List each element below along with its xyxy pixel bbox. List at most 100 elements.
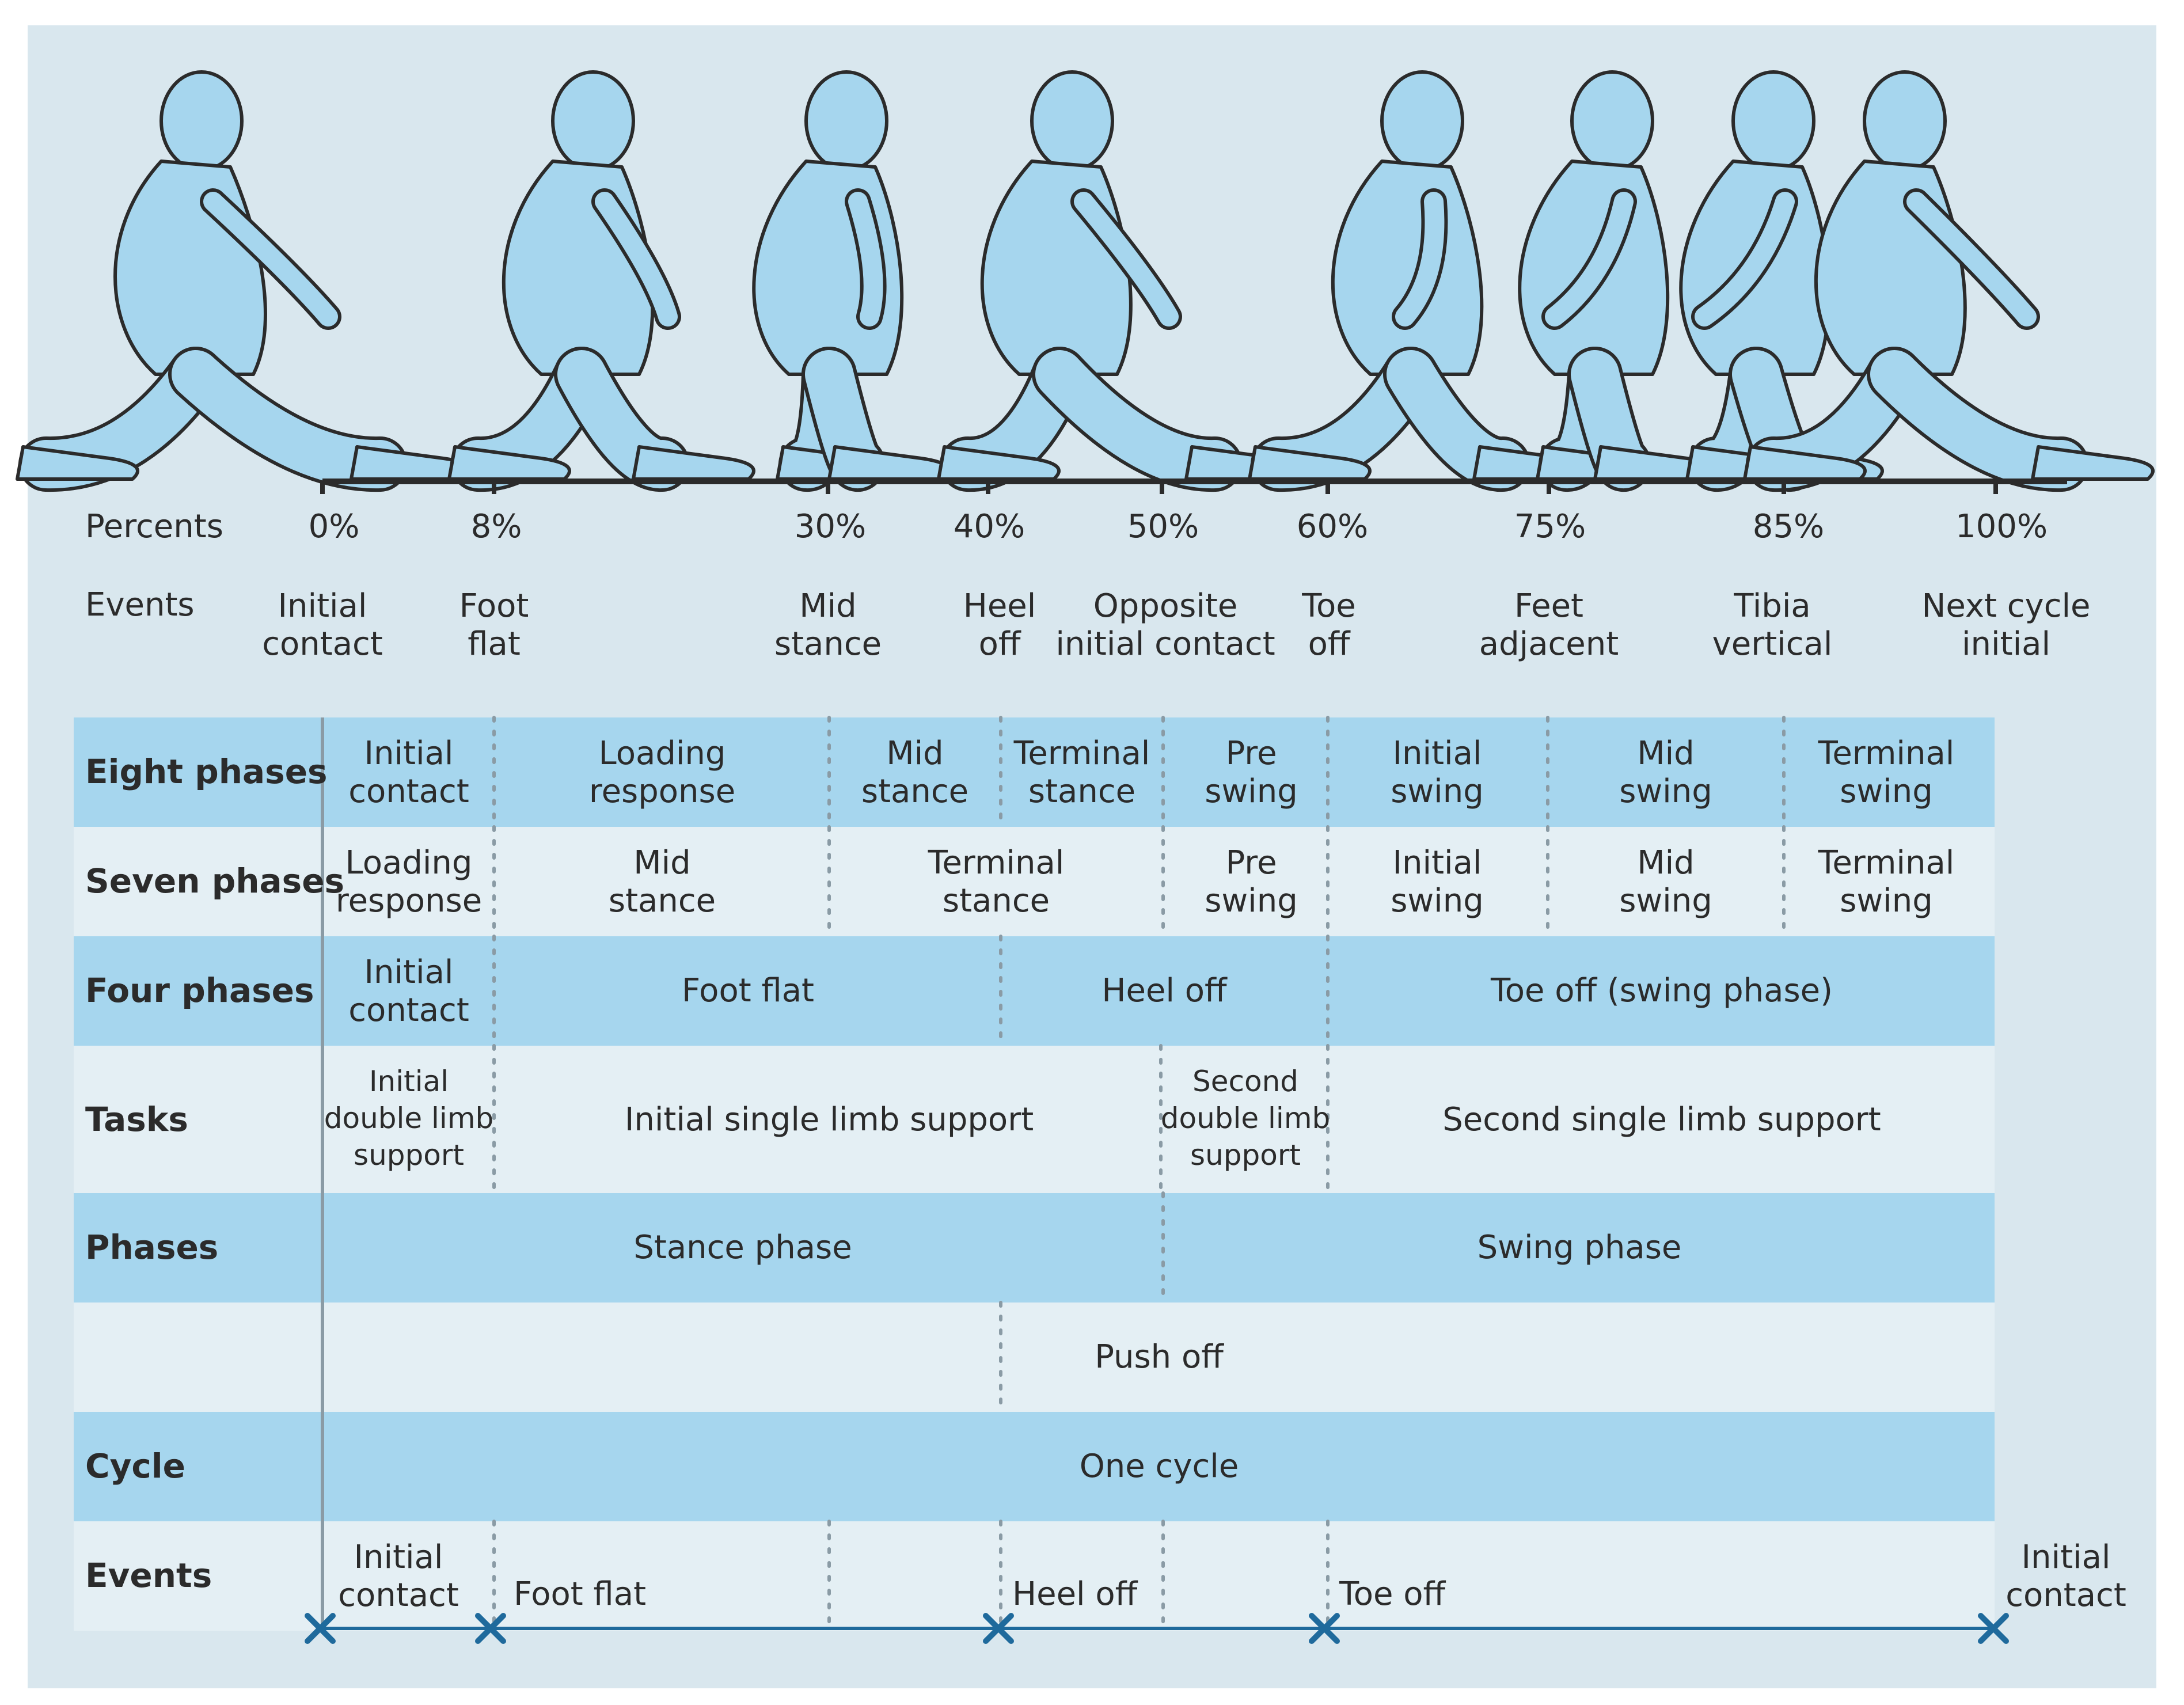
figure-arm-fill <box>1695 192 1795 326</box>
header-four-phases: Four phases <box>85 971 314 1010</box>
percent-100: 100% <box>1955 508 2048 545</box>
figure-foot <box>937 445 1061 481</box>
percent-75: 75% <box>1514 508 1586 545</box>
figure-foot <box>16 445 139 481</box>
figure-foot <box>447 445 571 481</box>
events-toe-off: Toe off <box>1339 1575 1446 1613</box>
header-tasks: Tasks <box>85 1100 188 1139</box>
header-cycle: Cycle <box>85 1446 185 1486</box>
walking-figure <box>752 70 951 492</box>
phase-swing: Swing phase <box>1477 1229 1682 1266</box>
walking-figure <box>447 70 755 492</box>
events-heel-off: Heel off <box>1012 1575 1138 1613</box>
marker-stroke <box>475 1613 506 1644</box>
header-events: Events <box>85 1556 212 1595</box>
header-eight-phases: Eight phases <box>85 752 328 791</box>
walking-figure <box>16 70 473 492</box>
row-tasks <box>74 1046 1995 1193</box>
walking-figure <box>1743 70 2155 492</box>
marker-stroke <box>1978 1613 2009 1644</box>
phase-stance: Stance phase <box>633 1229 852 1266</box>
row-push-off <box>74 1303 1995 1412</box>
figure-arm-fill <box>203 192 338 326</box>
percent-30: 30% <box>794 508 867 545</box>
row-eight-phases <box>74 717 1995 827</box>
row-events <box>74 1521 1995 1631</box>
four-heel-off: Heel off <box>1102 972 1227 1009</box>
events-label: Events <box>85 586 195 624</box>
event-marker-x <box>1978 1613 2009 1644</box>
marker-stroke <box>305 1613 336 1644</box>
figure-foot <box>2031 445 2155 481</box>
percents-label: Percents <box>85 508 223 545</box>
four-toe-off: Toe off (swing phase) <box>1491 972 1833 1009</box>
event-marker-x <box>1309 1613 1340 1644</box>
figure-arm-fill <box>848 192 883 326</box>
marker-stroke <box>1309 1613 1340 1644</box>
row-phases <box>74 1193 1995 1303</box>
percent-60: 60% <box>1296 508 1369 545</box>
figure-arm-fill <box>595 192 678 326</box>
figure-foot <box>1248 445 1372 481</box>
marker-stroke <box>983 1613 1014 1644</box>
percent-40: 40% <box>953 508 1025 545</box>
one-cycle-label: One cycle <box>1079 1448 1239 1485</box>
walking-figure <box>1518 70 1717 492</box>
percent-8: 8% <box>470 508 522 545</box>
row-seven-phases <box>74 827 1995 936</box>
header-seven-phases: Seven phases <box>85 861 345 901</box>
task-initial-single-limb: Initial single limb support <box>624 1101 1034 1138</box>
figure-foot <box>1743 445 1867 481</box>
push-off-label: Push off <box>1095 1338 1224 1376</box>
figure-arm-fill <box>1906 192 2037 326</box>
event-marker-x <box>475 1613 506 1644</box>
figure-arm-fill <box>1395 192 1445 326</box>
percent-50: 50% <box>1127 508 1199 545</box>
percent-0: 0% <box>308 508 360 545</box>
header-phases: Phases <box>85 1228 219 1267</box>
event-marker-x <box>983 1613 1014 1644</box>
events-foot-flat: Foot flat <box>514 1575 647 1613</box>
figure-arm-fill <box>1074 192 1179 326</box>
row-cycle <box>74 1412 1995 1521</box>
task-second-single-limb: Second single limb support <box>1442 1101 1881 1138</box>
event-marker-x <box>305 1613 336 1644</box>
four-foot-flat: Foot flat <box>681 972 815 1009</box>
figure-arm-fill <box>1545 192 1634 326</box>
walking-figure <box>937 70 1308 492</box>
figure-foot <box>632 445 755 481</box>
row-four-phases <box>74 936 1995 1046</box>
